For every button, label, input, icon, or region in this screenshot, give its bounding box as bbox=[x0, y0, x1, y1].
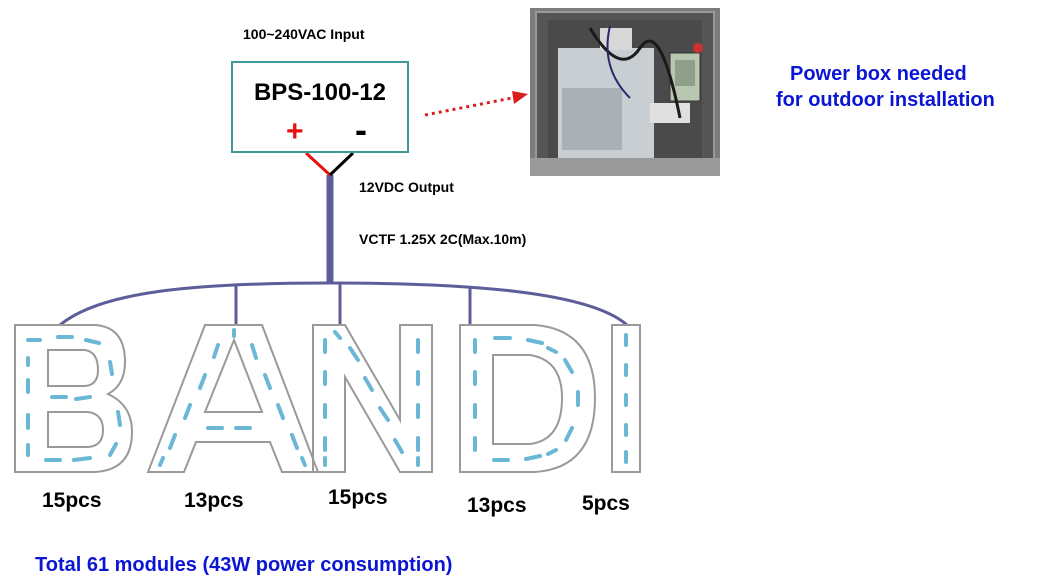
arrow-head bbox=[512, 91, 528, 104]
letter-b bbox=[14, 324, 134, 473]
negative-terminal: - bbox=[355, 109, 367, 150]
power-box-note-line1: Power box needed bbox=[790, 63, 967, 85]
letter-a bbox=[146, 324, 320, 473]
negative-lead bbox=[328, 151, 355, 177]
positive-terminal: + bbox=[286, 115, 304, 148]
count-b: 15pcs bbox=[42, 489, 102, 512]
distribution-arc bbox=[59, 281, 628, 327]
output-label: 12VDC Output bbox=[359, 179, 454, 195]
input-label: 100~240VAC Input bbox=[243, 26, 365, 42]
led-modules bbox=[26, 328, 628, 467]
count-d: 13pcs bbox=[467, 494, 527, 517]
letter-i bbox=[611, 324, 641, 473]
cable-label: VCTF 1.25X 2C(Max.10m) bbox=[359, 231, 527, 247]
power-box-photo bbox=[530, 8, 720, 176]
count-i: 5pcs bbox=[582, 492, 630, 515]
power-box-note-line2: for outdoor installation bbox=[776, 89, 995, 111]
positive-lead bbox=[304, 151, 332, 177]
dotted-arrow-line bbox=[424, 96, 513, 117]
letter-d bbox=[459, 324, 597, 473]
letter-n bbox=[312, 324, 433, 473]
total-label: Total 61 modules (43W power consumption) bbox=[35, 554, 453, 576]
count-n: 15pcs bbox=[328, 486, 388, 509]
count-a: 13pcs bbox=[184, 489, 244, 512]
power-supply-unit: BPS-100-12 + - bbox=[231, 61, 409, 153]
psu-model: BPS-100-12 bbox=[253, 79, 387, 106]
